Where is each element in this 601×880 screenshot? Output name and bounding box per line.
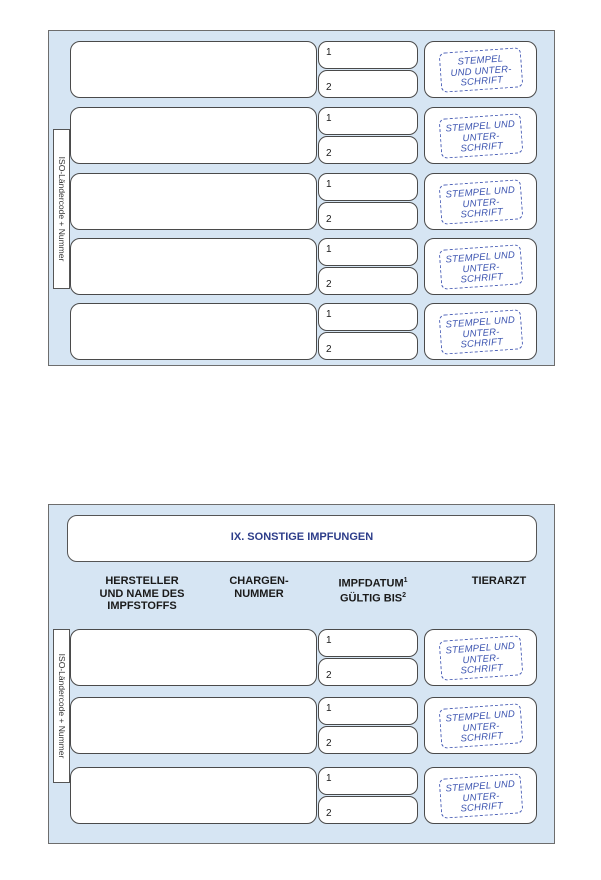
stamp-signature-icon: STEMPEL UND UNTER- SCHRIFT bbox=[438, 634, 523, 681]
date-index-1: 1 bbox=[326, 703, 332, 714]
vet-stamp-field[interactable]: STEMPEL UND UNTER- SCHRIFT bbox=[424, 173, 537, 230]
vaccine-entry-field[interactable] bbox=[70, 173, 317, 230]
date-footnote-2: 2 bbox=[402, 592, 407, 600]
valid-until-field[interactable]: 2 bbox=[318, 136, 418, 164]
vaccination-date-field[interactable]: 1 bbox=[318, 697, 418, 725]
column-header-date: IMPFDATUM1 GÜLTIG BIS2 bbox=[319, 575, 427, 605]
valid-until-field[interactable]: 2 bbox=[318, 70, 418, 98]
vaccine-entry-field[interactable] bbox=[70, 697, 317, 754]
date-index-2: 2 bbox=[326, 738, 332, 749]
valid-header-text: GÜLTIG BIS bbox=[339, 592, 403, 605]
vet-stamp-field[interactable]: STEMPEL UND UNTER- SCHRIFT bbox=[424, 697, 537, 754]
valid-until-field[interactable]: 2 bbox=[318, 267, 418, 295]
batch-header-line-2: NUMMER bbox=[234, 587, 284, 600]
vaccination-row: 1 2 STEMPEL UND UNTER- SCHRIFT bbox=[70, 41, 537, 98]
date-index-2: 2 bbox=[326, 279, 332, 290]
stamp-signature-icon: STEMPEL UND UNTER- SCHRIFT bbox=[438, 772, 523, 819]
other-vaccinations-panel: IX. SONSTIGE IMPFUNGEN HERSTELLER UND NA… bbox=[48, 504, 555, 844]
date-index-1: 1 bbox=[326, 47, 332, 58]
valid-until-field[interactable]: 2 bbox=[318, 202, 418, 230]
stamp-signature-icon: STEMPEL UND UNTER- SCHRIFT bbox=[438, 112, 523, 159]
stamp-signature-icon: STEMPEL UND UNTER- SCHRIFT bbox=[438, 308, 523, 355]
iso-country-code-label: ISO-Ländercode + Nummer bbox=[53, 129, 70, 289]
vaccination-date-field[interactable]: 1 bbox=[318, 767, 418, 795]
date-index-2: 2 bbox=[326, 148, 332, 159]
date-index-2: 2 bbox=[326, 344, 332, 355]
valid-until-field[interactable]: 2 bbox=[318, 332, 418, 360]
vaccine-entry-field[interactable] bbox=[70, 238, 317, 295]
vaccination-row: 1 2 STEMPEL UND UNTER- SCHRIFT bbox=[70, 303, 537, 360]
date-index-2: 2 bbox=[326, 82, 332, 93]
vaccination-date-field[interactable]: 1 bbox=[318, 107, 418, 135]
date-footnote-1: 1 bbox=[403, 577, 408, 584]
vaccination-panel-top: ISO-Ländercode + Nummer 1 2 STEMPEL UND … bbox=[48, 30, 555, 366]
section-title-box: IX. SONSTIGE IMPFUNGEN bbox=[67, 515, 537, 562]
stamp-signature-icon: STEMPEL UND UNTER- SCHRIFT bbox=[438, 702, 523, 749]
vaccination-row: 1 2 STEMPEL UND UNTER- SCHRIFT bbox=[70, 767, 537, 824]
date-header-line-2: GÜLTIG BIS2 bbox=[319, 590, 427, 605]
section-title: IX. SONSTIGE IMPFUNGEN bbox=[230, 531, 374, 543]
vet-stamp-field[interactable]: STEMPEL UND UNTER- SCHRIFT bbox=[424, 41, 537, 98]
date-index-1: 1 bbox=[326, 773, 332, 784]
batch-header-line-1: CHARGEN- bbox=[229, 575, 289, 587]
vaccination-row: 1 2 STEMPEL UND UNTER- SCHRIFT bbox=[70, 238, 537, 295]
date-header-line-1: IMPFDATUM1 bbox=[319, 575, 427, 590]
date-index-1: 1 bbox=[326, 635, 332, 646]
vet-stamp-field[interactable]: STEMPEL UND UNTER- SCHRIFT bbox=[424, 629, 537, 686]
date-index-2: 2 bbox=[326, 214, 332, 225]
iso-country-code-text: ISO-Ländercode + Nummer bbox=[56, 653, 67, 759]
valid-until-field[interactable]: 2 bbox=[318, 658, 418, 686]
vaccination-date-field[interactable]: 1 bbox=[318, 173, 418, 201]
vaccine-entry-field[interactable] bbox=[70, 767, 317, 824]
date-header-text: IMPFDATUM bbox=[338, 577, 404, 590]
vaccine-entry-field[interactable] bbox=[70, 107, 317, 164]
vaccination-date-field[interactable]: 1 bbox=[318, 629, 418, 657]
vaccine-entry-field[interactable] bbox=[70, 629, 317, 686]
date-index-1: 1 bbox=[326, 244, 332, 255]
vet-stamp-field[interactable]: STEMPEL UND UNTER- SCHRIFT bbox=[424, 303, 537, 360]
stamp-signature-icon: STEMPEL UND UNTER- SCHRIFT bbox=[438, 46, 523, 93]
vet-stamp-field[interactable]: STEMPEL UND UNTER- SCHRIFT bbox=[424, 767, 537, 824]
date-index-1: 1 bbox=[326, 309, 332, 320]
date-index-2: 2 bbox=[326, 808, 332, 819]
column-header-vet: TIERARZT bbox=[444, 575, 554, 588]
iso-country-code-text: ISO-Ländercode + Nummer bbox=[56, 156, 67, 262]
column-header-batch: CHARGEN- NUMMER bbox=[209, 575, 309, 600]
date-index-2: 2 bbox=[326, 670, 332, 681]
vaccination-date-field[interactable]: 1 bbox=[318, 41, 418, 69]
vaccination-date-field[interactable]: 1 bbox=[318, 303, 418, 331]
manufacturer-header-line-2: UND NAME DES bbox=[99, 587, 185, 600]
vaccination-row: 1 2 STEMPEL UND UNTER- SCHRIFT bbox=[70, 697, 537, 754]
vaccination-row: 1 2 STEMPEL UND UNTER- SCHRIFT bbox=[70, 173, 537, 230]
date-index-1: 1 bbox=[326, 179, 332, 190]
vaccination-row: 1 2 STEMPEL UND UNTER- SCHRIFT bbox=[70, 629, 537, 686]
date-index-1: 1 bbox=[326, 113, 332, 124]
vaccination-date-field[interactable]: 1 bbox=[318, 238, 418, 266]
column-header-manufacturer: HERSTELLER UND NAME DES IMPFSTOFFS bbox=[87, 575, 197, 613]
vaccine-entry-field[interactable] bbox=[70, 303, 317, 360]
valid-until-field[interactable]: 2 bbox=[318, 796, 418, 824]
manufacturer-header-line-3: IMPFSTOFFS bbox=[107, 600, 177, 612]
iso-country-code-label: ISO-Ländercode + Nummer bbox=[53, 629, 70, 783]
stamp-signature-icon: STEMPEL UND UNTER- SCHRIFT bbox=[438, 178, 523, 225]
vet-stamp-field[interactable]: STEMPEL UND UNTER- SCHRIFT bbox=[424, 107, 537, 164]
vaccine-entry-field[interactable] bbox=[70, 41, 317, 98]
vet-header-text: TIERARZT bbox=[471, 575, 527, 587]
manufacturer-header-line-1: HERSTELLER bbox=[105, 575, 179, 587]
stamp-signature-icon: STEMPEL UND UNTER- SCHRIFT bbox=[438, 243, 523, 290]
valid-until-field[interactable]: 2 bbox=[318, 726, 418, 754]
vaccination-row: 1 2 STEMPEL UND UNTER- SCHRIFT bbox=[70, 107, 537, 164]
vet-stamp-field[interactable]: STEMPEL UND UNTER- SCHRIFT bbox=[424, 238, 537, 295]
